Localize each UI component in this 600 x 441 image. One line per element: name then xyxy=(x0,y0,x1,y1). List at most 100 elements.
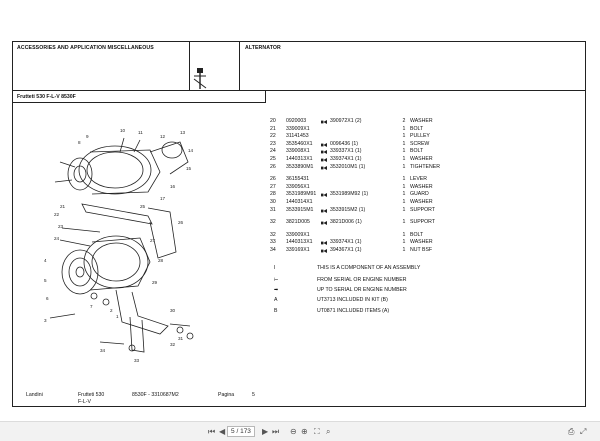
part-description: PULLEY xyxy=(410,133,430,140)
part-description: WASHER xyxy=(410,239,433,246)
part-ref: 26 xyxy=(270,163,276,170)
print-icon[interactable]: ⎙ xyxy=(568,427,575,436)
part-code: 31141453 xyxy=(286,133,309,140)
replaced-by-arrow-icon xyxy=(321,142,327,147)
callout-label: 14 xyxy=(188,148,194,153)
part-code: 339009X1 xyxy=(286,125,310,132)
legend-text: UT3713 INCLUDED IN KIT (B) xyxy=(317,297,388,303)
part-code: 1440313X1 xyxy=(286,155,313,162)
part-ref: 28 xyxy=(270,191,276,198)
callout-label: 22 xyxy=(54,212,60,217)
legend-item: A UT3713 INCLUDED IN KIT (B) xyxy=(268,297,578,305)
header-right-cell xyxy=(240,41,586,91)
zoom-in-icon[interactable]: ⊕ xyxy=(301,427,308,436)
legend-item: B UT0871 INCLUDED ITEMS (A) xyxy=(268,308,578,316)
next-page-icon[interactable]: ▶ xyxy=(262,427,269,436)
zoom-out-icon[interactable]: ⊖ xyxy=(290,427,297,436)
part-code: 3533915M1 xyxy=(286,206,314,213)
part-description: SCREW xyxy=(410,140,430,147)
callout-label: 10 xyxy=(120,128,126,133)
part-quantity: 1 xyxy=(402,155,406,162)
superseded-code: 394367X1 (1) xyxy=(330,246,362,253)
footer-model-variant: F-L-V xyxy=(78,399,91,405)
callout-label: 32 xyxy=(170,342,176,347)
part-quantity: 1 xyxy=(402,125,406,132)
callout-label: 26 xyxy=(178,220,184,225)
part-code: 36155431 xyxy=(286,176,310,183)
legend-text: UP TO SERIAL OR ENGINE NUMBER xyxy=(317,287,407,293)
part-quantity: 1 xyxy=(402,239,406,246)
legend-symbol: ⊢ xyxy=(274,277,279,283)
part-ref: 21 xyxy=(270,125,276,132)
callout-label: 31 xyxy=(178,336,184,341)
callout-label: 13 xyxy=(180,130,186,135)
part-description: SUPPORT xyxy=(410,219,435,226)
part-ref: 23 xyxy=(270,140,276,147)
exploded-diagram: 9 8 10 11 12 13 14 15 16 17 21 22 23 24 … xyxy=(44,128,194,363)
callout-label: 33 xyxy=(134,358,140,363)
search-icon[interactable]: ⌕ xyxy=(326,427,331,436)
legend-symbol: ➡ xyxy=(274,287,279,293)
part-code: 339008X1 xyxy=(286,148,310,155)
legend-text: THIS IS A COMPONENT OF AN ASSEMBLY xyxy=(317,265,421,271)
part-quantity: 1 xyxy=(402,191,406,198)
header-symbol-cell xyxy=(190,41,240,91)
replaced-by-arrow-icon xyxy=(321,248,327,253)
superseded-code: 3821D006 (1) xyxy=(330,219,362,226)
footer-page-label: Pagina xyxy=(218,392,235,398)
part-code: 1440314X1 xyxy=(286,198,313,205)
part-quantity: 1 xyxy=(402,183,406,190)
replaced-by-arrow-icon xyxy=(321,150,327,155)
legend-symbol: I xyxy=(274,265,276,271)
part-ref: 33 xyxy=(270,239,276,246)
part-description: WASHER xyxy=(410,118,433,124)
first-page-icon[interactable]: ⏮ xyxy=(208,427,216,436)
superseded-code: 339374X1 (1) xyxy=(330,239,362,246)
last-page-icon[interactable]: ⏭ xyxy=(272,427,280,436)
callout-label: 27 xyxy=(150,238,156,243)
part-code: 339009X1 xyxy=(286,231,310,238)
page-number-input[interactable]: 5 / 173 xyxy=(227,426,255,437)
part-code: 3821D005 xyxy=(286,219,310,226)
footer-code: 8530F - 3310687M2 xyxy=(132,392,179,398)
legend-text: UT0871 INCLUDED ITEMS (A) xyxy=(317,308,390,314)
callout-label: 23 xyxy=(58,224,64,229)
legend-symbol: B xyxy=(274,308,278,314)
part-quantity: 1 xyxy=(402,219,406,226)
legend-symbol: A xyxy=(274,297,278,303)
part-description: LEVER xyxy=(410,176,428,183)
part-code: 339169X1 xyxy=(286,246,310,253)
callout-label: 2 xyxy=(110,308,113,313)
callout-label: 3 xyxy=(44,318,47,323)
replaced-by-arrow-icon xyxy=(321,120,327,124)
part-quantity: 1 xyxy=(402,176,406,183)
callout-label: 4 xyxy=(44,258,47,263)
callout-label: 8 xyxy=(78,140,81,145)
fullscreen-icon[interactable]: ⤢ xyxy=(580,427,587,436)
part-description: TIGHTENER xyxy=(410,163,440,170)
replaced-by-arrow-icon xyxy=(321,241,327,246)
part-description: WASHER xyxy=(410,155,433,162)
footer-page-number: 5 xyxy=(252,392,255,398)
part-ref: 24 xyxy=(270,148,276,155)
header-left-cell xyxy=(12,41,190,91)
part-description: GUARD xyxy=(410,191,429,198)
replaced-by-arrow-icon xyxy=(321,157,327,162)
callout-label: 9 xyxy=(86,134,89,139)
fit-page-icon[interactable]: ⛶ xyxy=(314,427,320,436)
part-quantity: 1 xyxy=(402,140,406,147)
part-quantity: 1 xyxy=(402,198,406,205)
previous-page-icon[interactable]: ◀ xyxy=(219,427,226,436)
callout-label: 6 xyxy=(46,296,49,301)
callout-label: 24 xyxy=(54,236,60,241)
part-quantity: 1 xyxy=(402,231,406,238)
part-quantity: 2 xyxy=(402,118,406,124)
